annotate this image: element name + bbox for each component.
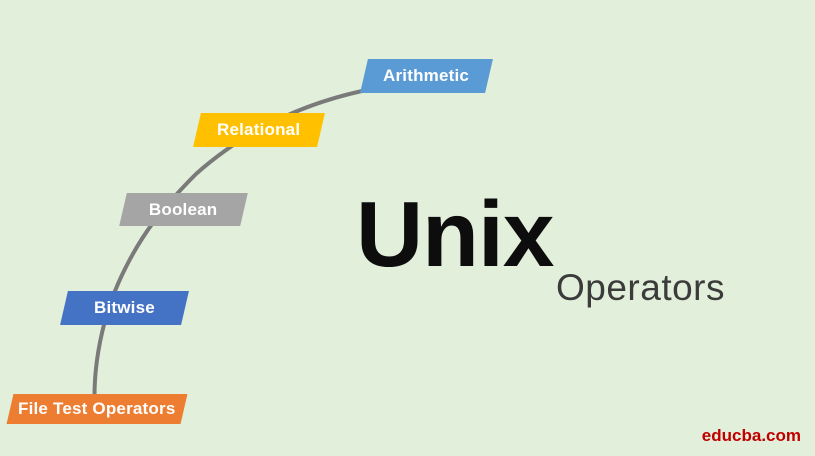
node-arithmetic-label: Arithmetic bbox=[383, 66, 470, 85]
page-subtitle: Operators bbox=[555, 267, 725, 308]
node-bitwise-label: Bitwise bbox=[94, 298, 155, 317]
node-boolean: Boolean bbox=[119, 193, 248, 226]
node-file-test-operators-label: File Test Operators bbox=[18, 399, 176, 418]
node-bitwise: Bitwise bbox=[60, 291, 189, 325]
node-file-test-operators: File Test Operators bbox=[6, 394, 188, 424]
node-arithmetic: Arithmetic bbox=[360, 59, 493, 93]
node-relational: Relational bbox=[193, 113, 325, 147]
node-boolean-label: Boolean bbox=[149, 199, 218, 219]
brand-watermark: educba.com bbox=[701, 426, 801, 445]
node-relational-label: Relational bbox=[217, 120, 301, 139]
page-title: Unix bbox=[356, 182, 555, 286]
